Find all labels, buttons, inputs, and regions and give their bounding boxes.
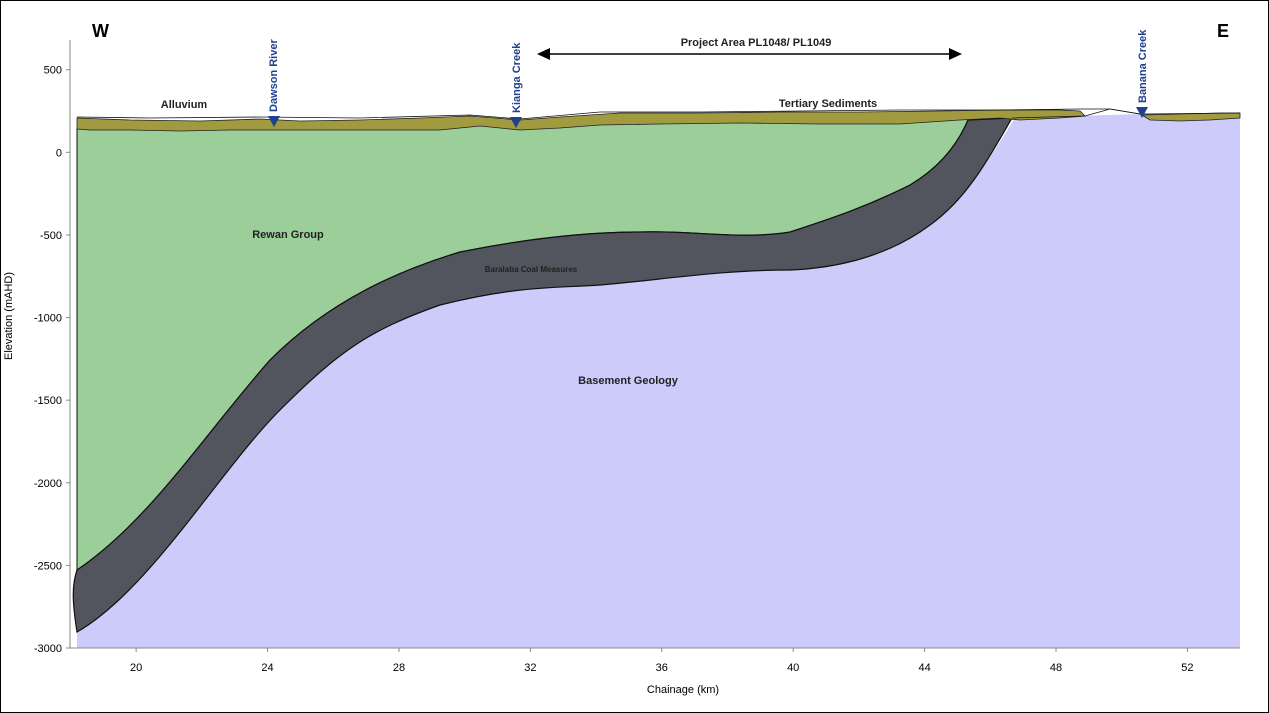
- dawson-river-marker-icon: [268, 116, 280, 127]
- basement-geology-body: [77, 114, 1240, 648]
- rewan-outline: [76, 119, 969, 571]
- y-tick-label: -3000: [34, 643, 62, 655]
- project-area-label: Project Area PL1048/ PL1049: [681, 37, 832, 49]
- x-tick-label: 44: [918, 662, 930, 674]
- y-tick-label: -500: [40, 230, 62, 242]
- x-tick-label: 24: [261, 662, 273, 674]
- banana-creek-label: Banana Creek: [1137, 29, 1149, 103]
- rewan-label: Rewan Group: [252, 229, 324, 241]
- east-label: E: [1217, 21, 1229, 41]
- x-tick-label: 32: [524, 662, 536, 674]
- rewan-group-body: [77, 118, 968, 570]
- x-tick-label: 28: [393, 662, 405, 674]
- y-tick-label: 0: [56, 147, 62, 159]
- basement-surface-line: [1011, 108, 1141, 119]
- kianga-creek-marker-icon: [510, 117, 522, 128]
- x-tick-label: 40: [787, 662, 799, 674]
- project-area-arrow: [537, 48, 962, 60]
- x-tick-label: 52: [1181, 662, 1193, 674]
- y-axis-title: Elevation (mAHD): [3, 272, 15, 360]
- baralaba-label: Baralaba Coal Measures: [485, 265, 578, 274]
- y-tick-label: -1500: [34, 395, 62, 407]
- x-tick-label: 36: [656, 662, 668, 674]
- basement-label: Basement Geology: [578, 375, 679, 387]
- x-tick-label: 48: [1050, 662, 1062, 674]
- west-label: W: [92, 21, 109, 41]
- x-axis-ticks: 20 24 28 32 36 40 44 48 52: [130, 648, 1194, 674]
- alluvium-label: Alluvium: [161, 99, 208, 111]
- y-tick-label: -2500: [34, 560, 62, 572]
- y-tick-label: 500: [44, 65, 62, 77]
- y-tick-label: -2000: [34, 478, 62, 490]
- tertiary-label: Tertiary Sediments: [779, 98, 877, 110]
- y-axis-ticks: 500 0 -500 -1000 -1500 -2000 -2500 -3000: [34, 65, 70, 655]
- banana-creek-marker-icon: [1136, 107, 1148, 118]
- x-axis-title: Chainage (km): [647, 684, 719, 696]
- dawson-river-label: Dawson River: [268, 39, 280, 112]
- surface-sediment-layer: [76, 109, 1086, 132]
- ground-surface-line: [76, 108, 1241, 120]
- x-tick-label: 20: [130, 662, 142, 674]
- kianga-creek-label: Kianga Creek: [511, 42, 523, 113]
- y-tick-label: -1000: [34, 313, 62, 325]
